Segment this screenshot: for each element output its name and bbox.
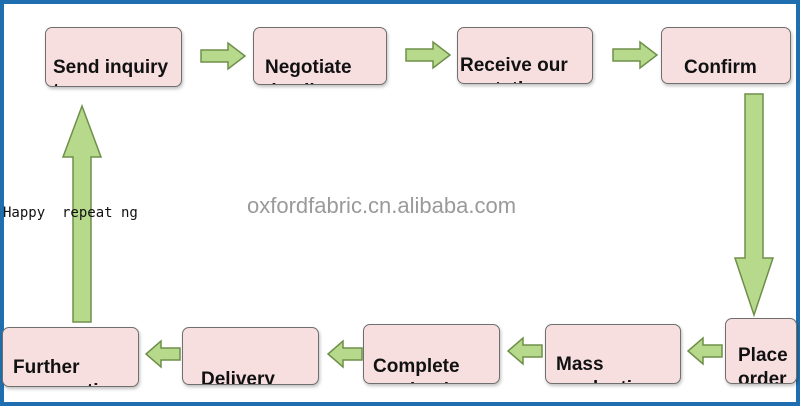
step-delivery-label: Delivery <box>201 369 275 385</box>
step-further-cooperation-label: Further cooperation <box>13 357 122 386</box>
step-complete-production-label: Complete production <box>373 356 472 383</box>
step-receive-quotation-label: Receive our quotation <box>460 55 568 83</box>
arrow-down-icon <box>733 93 775 318</box>
step-confirm-samples-label: Confirm samples <box>684 57 760 83</box>
step-negotiate-details: Negotiate details <box>253 27 387 85</box>
step-receive-quotation: Receive our quotation <box>457 27 593 84</box>
arrow-left-2-icon <box>506 336 543 366</box>
arrow-right-2-icon <box>405 40 452 70</box>
step-send-inquiry: Send inquiry to us <box>45 27 182 87</box>
watermark: oxfordfabric.cn.alibaba.com <box>247 193 517 218</box>
step-further-cooperation: Further cooperation <box>2 327 139 387</box>
step-mass-production-label: Mass production <box>556 354 655 383</box>
arrow-left-1-icon <box>686 336 723 366</box>
step-negotiate-details-label: Negotiate details <box>265 57 352 84</box>
step-mass-production: Mass production <box>545 324 681 384</box>
step-place-order: Place order <box>725 318 797 384</box>
step-confirm-samples: Confirm samples <box>661 27 791 84</box>
arrow-left-4-icon <box>144 339 181 369</box>
step-complete-production: Complete production <box>363 324 500 384</box>
arrow-up-icon <box>61 103 103 323</box>
arrow-left-3-icon <box>326 339 363 369</box>
step-delivery: Delivery <box>182 327 319 385</box>
arrow-right-1-icon <box>200 41 247 71</box>
loop-label: Happy repeat ng <box>3 205 138 221</box>
step-place-order-label: Place order <box>738 345 788 384</box>
step-send-inquiry-label: Send inquiry to us <box>53 57 169 86</box>
arrow-right-3-icon <box>612 40 659 70</box>
